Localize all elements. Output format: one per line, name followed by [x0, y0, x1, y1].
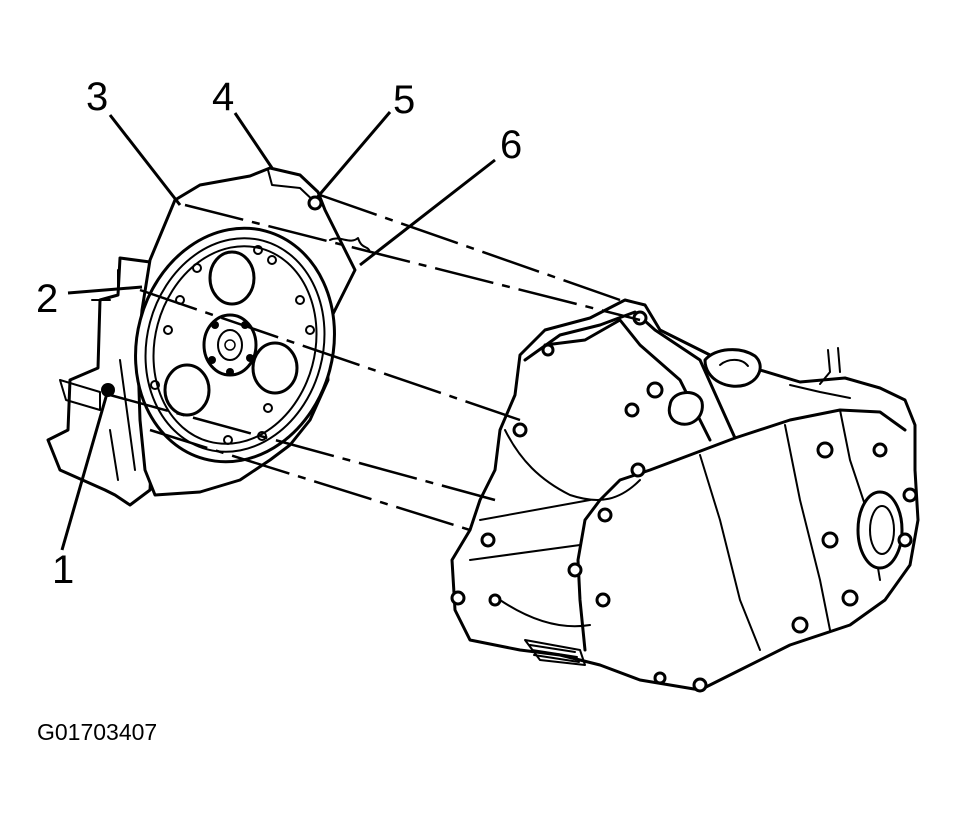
flexplate [134, 226, 336, 464]
leader-5 [313, 111, 392, 201]
leader-2 [67, 285, 143, 295]
leader-1 [60, 389, 110, 551]
leader-3 [108, 114, 182, 206]
dowel-pin-icon [101, 383, 115, 397]
callout-1: 1 [52, 548, 74, 592]
callout-3: 3 [86, 75, 108, 119]
leader-lines [60, 111, 496, 551]
transaxle [450, 298, 920, 693]
leader-6 [359, 158, 496, 267]
figure-code: G01703407 [37, 719, 157, 745]
callout-2: 2 [36, 277, 58, 321]
alignment-lines [109, 193, 641, 532]
leader-4 [233, 112, 274, 169]
callout-5: 5 [393, 78, 415, 122]
bolt-icon [307, 195, 323, 211]
callouts: 1 2 3 4 5 6 [36, 75, 522, 592]
callout-6: 6 [500, 123, 522, 167]
callout-4: 4 [212, 75, 234, 119]
